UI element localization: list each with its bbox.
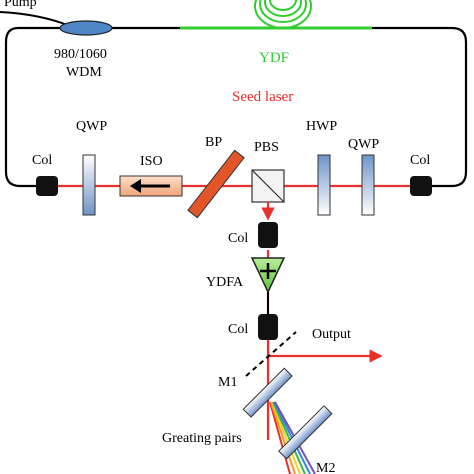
- plus-triangle-icon: [250, 257, 286, 294]
- col-lower-label: Col: [228, 322, 248, 337]
- collimator-right: [410, 176, 432, 196]
- pump-fiber: [0, 11, 71, 27]
- wdm-label-line1: 980/1060: [54, 47, 107, 62]
- collimator-upper: [258, 222, 278, 248]
- iso-label: ISO: [140, 154, 163, 169]
- pickoff-dashed: [245, 331, 297, 377]
- mirror-m1: [242, 367, 293, 418]
- ydf-label: YDF: [259, 50, 289, 66]
- wdm-label-line2: WDM: [66, 65, 102, 80]
- qwp-right: [361, 154, 375, 216]
- pbs-cube: [251, 169, 285, 203]
- left-arrow-icon: [130, 179, 170, 193]
- output-label: Output: [312, 327, 351, 342]
- bandpass-filter: [187, 149, 245, 219]
- qwp-left: [82, 154, 96, 216]
- bp-label: BP: [205, 135, 222, 150]
- collimator-lower: [258, 314, 278, 340]
- collimator-left: [36, 176, 58, 196]
- fiber-ring: [4, 26, 468, 188]
- qwp-right-label: QWP: [348, 137, 379, 152]
- pbs-label: PBS: [254, 140, 279, 155]
- m1-label: M1: [218, 375, 237, 390]
- col-upper-label: Col: [228, 231, 248, 246]
- grating-2: [278, 405, 333, 460]
- seed-laser-label: Seed laser: [232, 89, 293, 105]
- hwp: [317, 154, 331, 216]
- rainbow-beams: [269, 401, 316, 474]
- ydfa-label: YDFA: [206, 275, 244, 290]
- hwp-label: HWP: [306, 119, 337, 134]
- pump-label: Pump: [4, 0, 37, 10]
- qwp-left-label: QWP: [76, 119, 107, 134]
- grating-pairs-label: Greating pairs: [162, 431, 242, 446]
- wdm-coupler: [59, 20, 113, 36]
- col-right-label: Col: [410, 153, 430, 168]
- m2-label: M2: [316, 461, 335, 474]
- col-left-label: Col: [32, 153, 52, 168]
- ydf-coil: [254, 0, 312, 29]
